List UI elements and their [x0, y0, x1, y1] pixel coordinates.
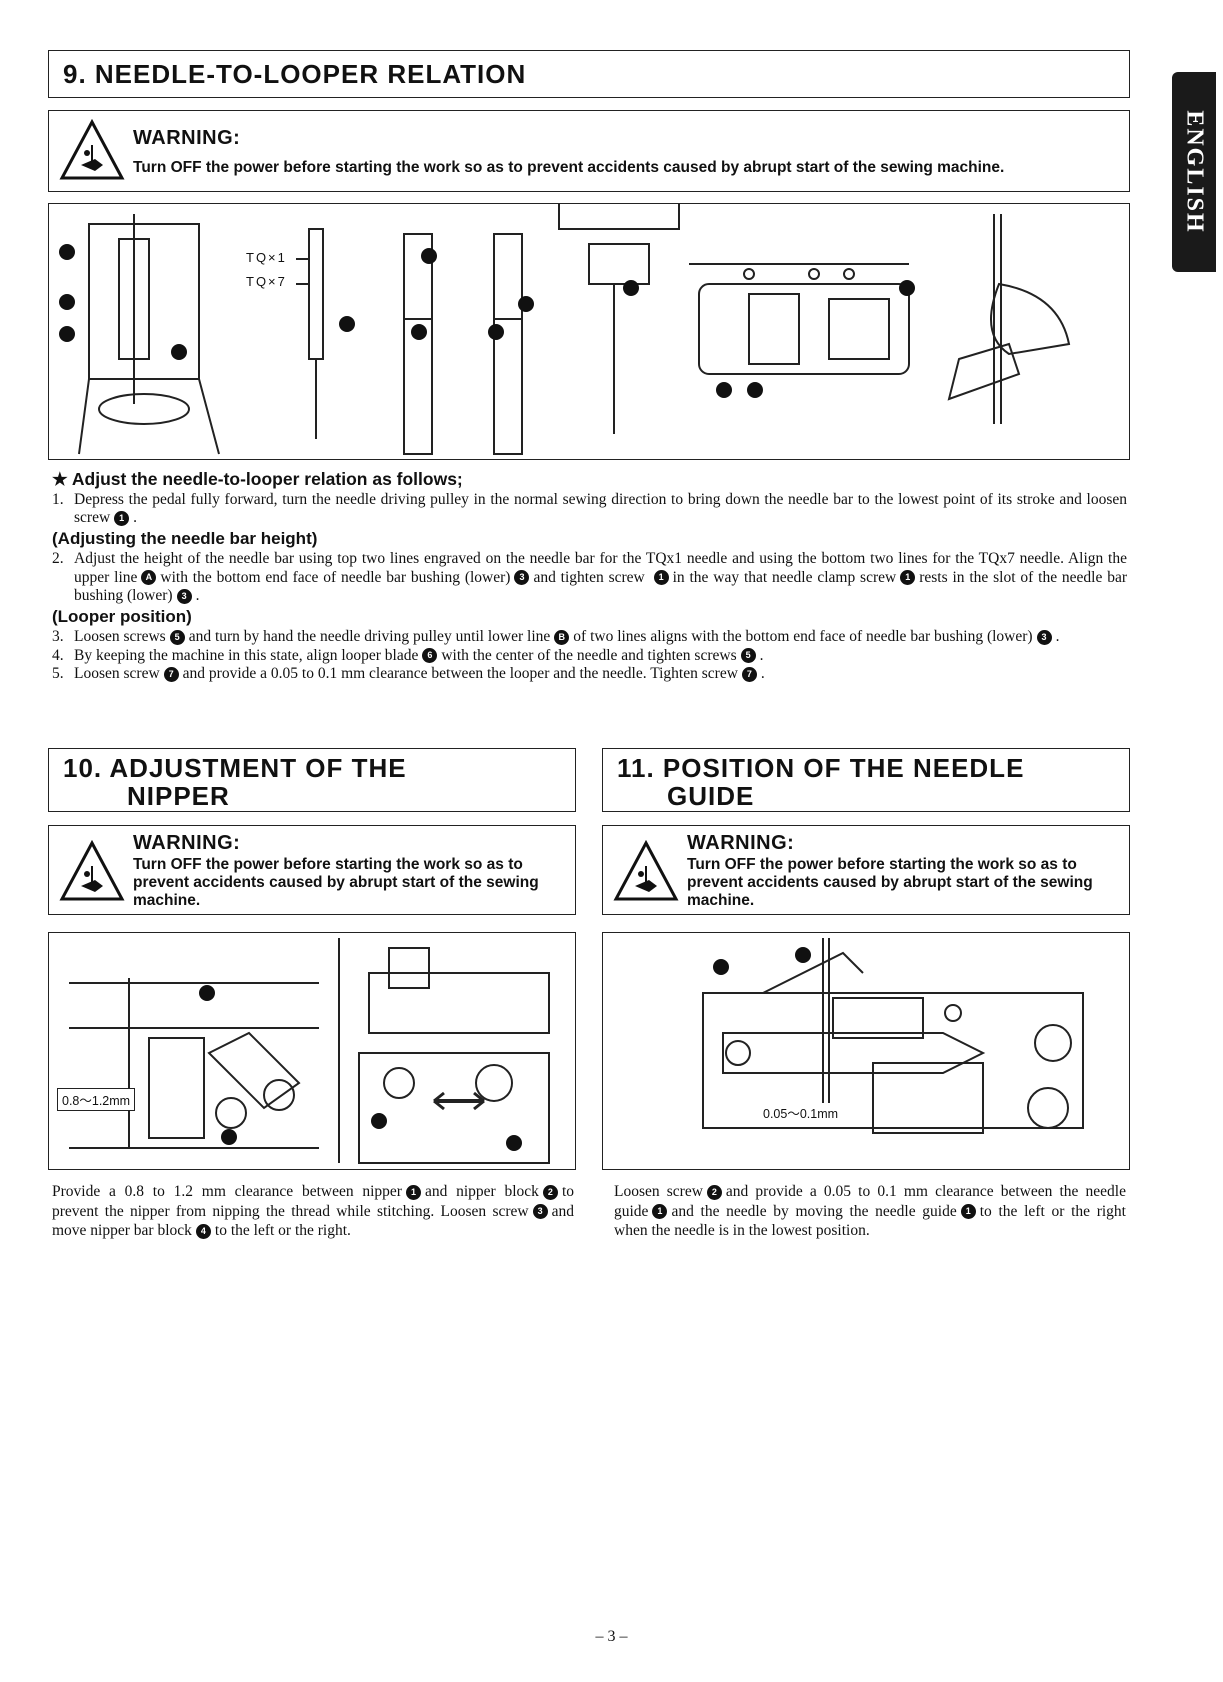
needle-guide-illustration — [702, 938, 1084, 1134]
language-tab: ENGLISH — [1172, 72, 1216, 272]
callout-badge: 1 — [405, 1184, 421, 1200]
section10-caption: Provide a 0.8 to 1.2 mm clearance betwee… — [52, 1183, 574, 1239]
callout-badge: 1 — [960, 1204, 976, 1220]
callout-badge: B — [554, 629, 570, 645]
looper-position-heading: (Looper position) — [52, 606, 192, 626]
callout-badge: 6 — [422, 648, 438, 664]
callout-badge: 3 — [514, 570, 530, 586]
callout-badge: 2 — [706, 1184, 722, 1200]
section10-warning: WARNING: Turn OFF the power before start… — [48, 825, 576, 915]
callout-badge: 3 — [176, 588, 192, 604]
needle-guide-clearance-label: 0.05～0.1mm — [763, 1107, 839, 1121]
tqx7-label: TQ×7 — [246, 274, 287, 289]
callout-badge: 5 — [169, 629, 185, 645]
section10-header: 10. ADJUSTMENT OF THE NIPPER — [48, 748, 576, 812]
section9-header: 9. NEEDLE-TO-LOOPER RELATION — [48, 50, 1130, 98]
section11-title-line1: 11. POSITION OF THE NEEDLE — [617, 753, 1025, 783]
section10-title-line1: 10. ADJUSTMENT OF THE — [63, 753, 407, 783]
needle-bar-height-heading: (Adjusting the needle bar height) — [52, 528, 318, 548]
section10-warning-text: Turn OFF the power before starting the w… — [133, 856, 539, 909]
section9-figure: TQ×1 TQ×7 — [48, 198, 1130, 460]
callout-badge: 1 — [114, 510, 130, 526]
section11-warning-title: WARNING: — [687, 832, 795, 854]
section9-warning-text: Turn OFF the power before starting the w… — [133, 159, 1005, 176]
callout-badge: 7 — [163, 666, 179, 682]
section11-warning-text: Turn OFF the power before starting the w… — [687, 856, 1093, 909]
callout-badge: 3 — [1036, 629, 1052, 645]
section10-warning-title: WARNING: — [133, 832, 241, 854]
callout-badge: 4 — [195, 1223, 211, 1239]
section10-figure: 0.8～1.2mm — [48, 932, 576, 1170]
callout-badge: 5 — [740, 648, 756, 664]
step-1: 1. Depress the pedal fully forward, turn… — [52, 490, 1127, 527]
section11-warning: WARNING: Turn OFF the power before start… — [602, 825, 1130, 915]
section11-title-line2: GUIDE — [667, 781, 755, 811]
callout-badge: 1 — [653, 570, 669, 586]
callout-badge: 2 — [542, 1184, 558, 1200]
page-number: – 3 – — [595, 1628, 628, 1645]
needle-looper-illustration — [59, 198, 1071, 455]
callout-badge: 1 — [900, 570, 916, 586]
section9-intro: ★ Adjust the needle-to-looper relation a… — [52, 469, 463, 489]
step-2: 2. Adjust the height of the needle bar u… — [52, 550, 1128, 604]
section10-title-line2: NIPPER — [127, 781, 230, 811]
section11-figure: 0.05～0.1mm — [602, 932, 1130, 1170]
section9-warning: WARNING: Turn OFF the power before start… — [48, 110, 1130, 192]
section11-header: 11. POSITION OF THE NEEDLE GUIDE — [602, 748, 1130, 812]
section9-title: 9. NEEDLE-TO-LOOPER RELATION — [63, 59, 527, 89]
tqx1-label: TQ×1 — [246, 250, 287, 265]
section9-instructions: ★ Adjust the needle-to-looper relation a… — [52, 470, 1127, 684]
callout-badge: 1 — [652, 1204, 668, 1220]
warning-icon — [59, 840, 125, 901]
section9-warning-title: WARNING: — [133, 127, 241, 149]
warning-icon — [613, 840, 679, 901]
nipper-illustration — [69, 938, 550, 1164]
callout-badge: A — [141, 570, 157, 586]
language-tab-label: ENGLISH — [1181, 110, 1208, 234]
callout-badge: 7 — [741, 666, 757, 682]
callout-badge: 3 — [532, 1204, 548, 1220]
nipper-clearance-label: 0.8～1.2mm — [57, 1088, 136, 1111]
warning-icon — [59, 119, 125, 180]
step-4: 4. By keeping the machine in this state,… — [52, 646, 764, 664]
